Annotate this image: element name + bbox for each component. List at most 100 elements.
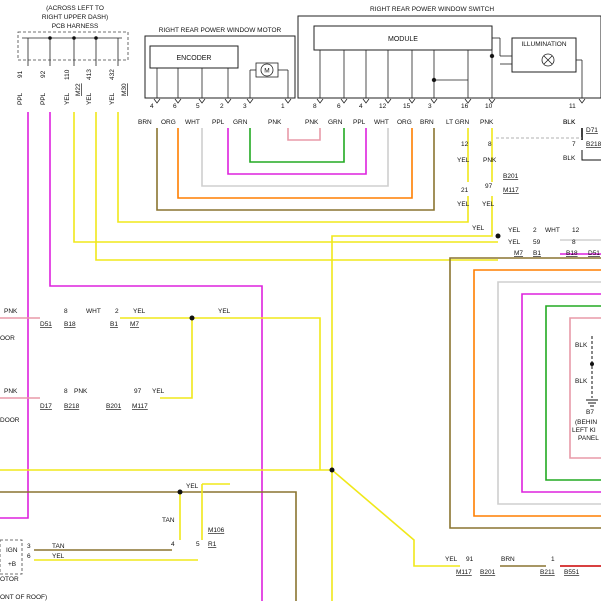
connector-chevrons <box>153 98 586 104</box>
label-blk-top: BLK <box>563 119 576 126</box>
switch-wire-org: ORG <box>397 119 412 126</box>
label-pnk-10: PNK <box>483 157 497 164</box>
motor-wire-ppl: PPL <box>212 119 225 126</box>
motor-title: RIGHT REAR POWER WINDOW MOTOR <box>159 27 282 34</box>
wire-ppl-loop <box>521 293 601 493</box>
harness-note-line3: PCB HARNESS <box>52 23 99 30</box>
illumination-label: ILLUMINATION <box>521 41 566 48</box>
motor-symbol: M <box>264 68 269 75</box>
label-d51: D51 <box>588 250 600 257</box>
switch-wire-blk: BLK <box>563 119 576 126</box>
motor-pin-6: 6 <box>173 103 177 110</box>
label-p8: 8 <box>488 141 492 148</box>
label-p8-left1: 8 <box>64 308 68 315</box>
switch-pin-10: 10 <box>485 103 493 110</box>
harness-pin-3: 110 <box>64 69 71 80</box>
wire-yel-harness413 <box>95 112 498 261</box>
label-p2: 2 <box>533 227 537 234</box>
label-m117: M117 <box>503 187 519 194</box>
encoder-label: ENCODER <box>176 55 211 62</box>
motor-pin-4: 4 <box>150 103 154 110</box>
label-roof: ONT OF ROOF) <box>0 594 47 601</box>
switch-pin-6: 6 <box>337 103 341 110</box>
label-p59: 59 <box>533 239 541 246</box>
label-yel-lower2: YEL <box>52 553 65 560</box>
switch-pin-15: 15 <box>403 103 411 110</box>
switch-wire-brn: BRN <box>420 119 434 126</box>
harness-wire-3: YEL <box>64 92 71 105</box>
motor-pin-1: 1 <box>281 103 285 110</box>
label-yel-junction: YEL <box>472 225 485 232</box>
label-yel-59b: YEL <box>508 239 521 246</box>
label-d51-left: D51 <box>40 321 52 328</box>
label-p6-lower: 6 <box>27 553 31 560</box>
label-p2-left1: 2 <box>115 308 119 315</box>
wire-ppl-harness92 <box>49 112 263 601</box>
label-ground-note1: (BEHIN <box>575 419 597 426</box>
pcb-harness-box <box>17 31 129 61</box>
switch-pin-8: 8 <box>313 103 317 110</box>
motor-wire-pnk: PNK <box>268 119 282 126</box>
wire-brn-motor4-switch3 <box>156 128 435 211</box>
label-b218-left: B218 <box>64 403 80 410</box>
label-m7-left: M7 <box>130 321 139 328</box>
label-ground-note2: LEFT KI <box>572 427 596 434</box>
label-yel-left2: YEL <box>152 388 165 395</box>
switch-internal-wiring <box>319 37 583 98</box>
harness-wire-4: YEL <box>86 92 93 105</box>
switch-pin-11: 11 <box>569 103 576 110</box>
wire-ppl-harness91 <box>0 112 29 519</box>
wire-pnk-loop <box>569 317 601 459</box>
switch-wire-ltgrn: LT GRN <box>446 119 470 126</box>
wire-yel-harness432 <box>117 112 469 223</box>
junction-dots <box>177 233 594 495</box>
harness-wire-1: PPL <box>17 92 24 105</box>
wire-yel-harness110 <box>73 112 498 243</box>
label-yel-16: YEL <box>457 157 470 164</box>
switch-wire-pnk2: PNK <box>480 119 494 126</box>
label-blk-mid: BLK <box>563 155 576 162</box>
module-label: MODULE <box>388 36 418 43</box>
label-yel-lower: YEL <box>186 483 199 490</box>
switch-pin-4: 4 <box>359 103 363 110</box>
label-b201-left: B201 <box>106 403 122 410</box>
switch-pin-3: 3 <box>428 103 432 110</box>
label-wht: WHT <box>545 227 560 234</box>
switch-wire-grn: GRN <box>328 119 343 126</box>
label-p1: 1 <box>551 556 555 563</box>
harness-bus-drops <box>27 36 119 66</box>
label-oor: OOR <box>0 335 15 342</box>
label-p5: 5 <box>196 541 200 548</box>
label-yel-21: YEL <box>457 201 470 208</box>
label-p21: 21 <box>461 187 469 194</box>
harness-wire-5: YEL <box>109 92 116 105</box>
label-yel-97: YEL <box>482 201 495 208</box>
label-b218-top: B218 <box>586 141 601 148</box>
wire-yel-b1 <box>160 318 193 399</box>
label-b1: B1 <box>533 250 541 257</box>
label-m106: M106 <box>208 527 225 534</box>
motor-pin-5: 5 <box>196 103 200 110</box>
switch-pin-12: 12 <box>379 103 387 110</box>
switch-pin-16: 16 <box>461 103 469 110</box>
label-p97: 97 <box>485 183 493 190</box>
label-p12: 12 <box>461 141 469 148</box>
wire-ppl-motor2-switch4 <box>227 128 367 175</box>
motor-pin-2: 2 <box>220 103 224 110</box>
switch-title: RIGHT REAR POWER WINDOW SWITCH <box>370 6 494 13</box>
label-d71: D71 <box>586 127 598 134</box>
label-r1: R1 <box>208 541 217 548</box>
label-yel-mid1: YEL <box>218 308 231 315</box>
wire-brn-loop <box>449 257 601 529</box>
label-door: DOOR <box>0 417 20 424</box>
harness-pin-2: 92 <box>40 70 47 78</box>
label-m117-left: M117 <box>132 403 148 410</box>
label-tan: TAN <box>162 517 175 524</box>
wire-tan-yel-junction <box>179 483 230 540</box>
label-otor: OTOR <box>0 576 19 583</box>
harness-pin-5: 432 <box>109 69 116 80</box>
motor-wire-brn: BRN <box>138 119 152 126</box>
wire-wht-motor5-switch12 <box>201 128 389 187</box>
label-p8-left2: 8 <box>64 388 68 395</box>
label-pnk-left3: PNK <box>74 388 88 395</box>
